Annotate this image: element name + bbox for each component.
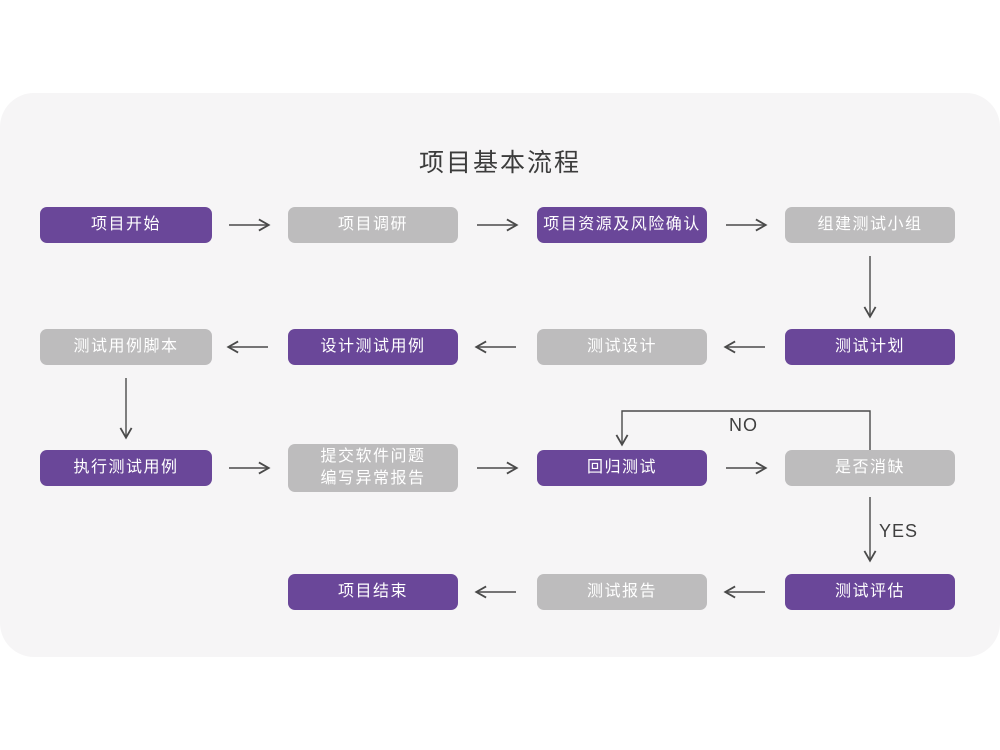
flow-node-defect-cleared: 是否消缺 [785, 450, 955, 486]
no-branch-label: NO [729, 415, 758, 435]
flow-node-test-plan: 测试计划 [785, 329, 955, 365]
flow-node-project-start: 项目开始 [40, 207, 212, 243]
flow-node-test-case-script: 测试用例脚本 [40, 329, 212, 365]
flow-node-execute-test-cases: 执行测试用例 [40, 450, 212, 486]
flow-node-build-test-team: 组建测试小组 [785, 207, 955, 243]
flow-node-test-report: 测试报告 [537, 574, 707, 610]
flow-node-resource-risk-confirm: 项目资源及风险确认 [537, 207, 707, 243]
flow-node-test-evaluation: 测试评估 [785, 574, 955, 610]
flow-node-project-end: 项目结束 [288, 574, 458, 610]
flow-node-submit-issue-report: 提交软件问题 编写异常报告 [288, 444, 458, 492]
flowchart-card-background [0, 93, 1000, 657]
diagram-title: 项目基本流程 [418, 149, 581, 177]
flow-node-test-design: 测试设计 [537, 329, 707, 365]
flow-node-regression-test: 回归测试 [537, 450, 707, 486]
flow-node-project-research: 项目调研 [288, 207, 458, 243]
yes-branch-label: YES [879, 521, 919, 541]
flow-node-design-test-cases: 设计测试用例 [288, 329, 458, 365]
